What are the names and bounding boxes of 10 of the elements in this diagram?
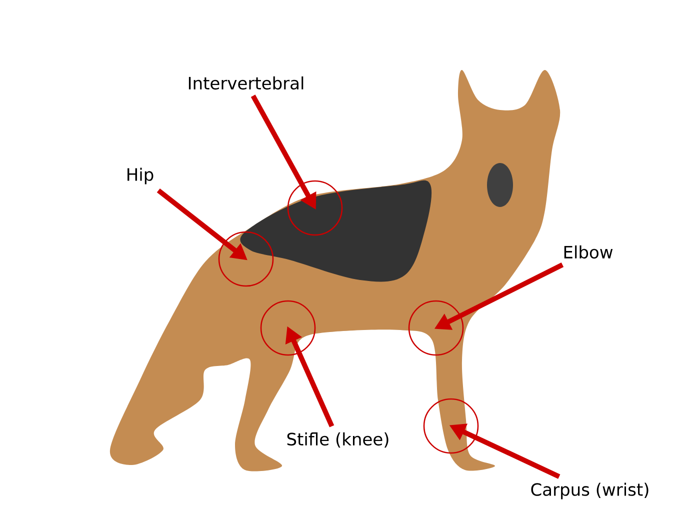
part-label: Stifle (knee)	[287, 432, 388, 448]
joint-circle	[287, 180, 343, 236]
joint-circle	[260, 300, 316, 356]
part-label: Elbow	[564, 245, 613, 259]
part-label: Carpus (wrist)	[531, 482, 648, 500]
joint-circle	[423, 398, 479, 454]
part-label: Hip	[128, 168, 154, 184]
joint-circle	[218, 231, 274, 287]
joint-circle	[408, 300, 464, 356]
part-label: Intervertebral	[188, 76, 304, 90]
